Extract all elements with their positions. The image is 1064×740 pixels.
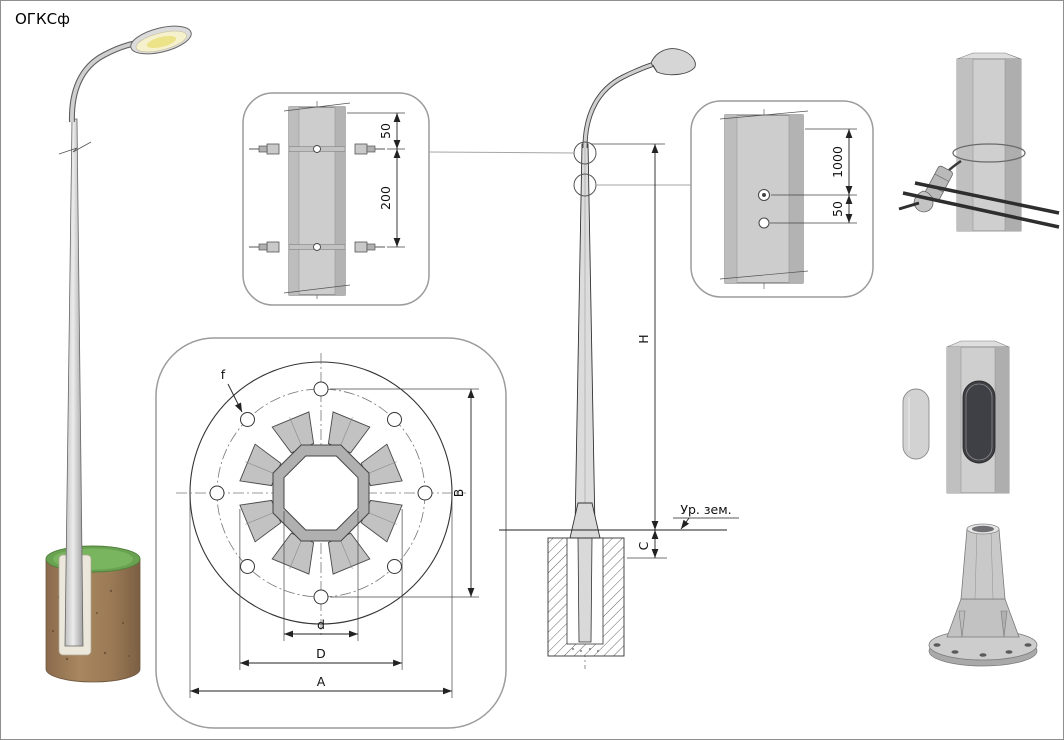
- grounding-3d-render: [898, 52, 1060, 232]
- bolt-holes: [209, 381, 433, 605]
- lamp-arm: [68, 39, 145, 123]
- lamp-head: [650, 48, 696, 76]
- break-line-top: [283, 102, 351, 112]
- dim-B-label: B: [451, 489, 466, 498]
- dim-50-label: 50: [830, 201, 845, 217]
- flange-bolt-holes: [933, 643, 1032, 657]
- hatch-opening: [962, 380, 996, 464]
- pole-3d-render: [45, 25, 192, 683]
- clamp-detail-callout: 50 200: [242, 92, 430, 306]
- octagon-hole: [283, 455, 359, 531]
- lower-hole: [758, 217, 770, 229]
- dim-A-label: A: [317, 674, 326, 689]
- break-line-top: [719, 110, 809, 120]
- break-line-bottom: [283, 284, 351, 294]
- base-skirt: [946, 598, 1020, 638]
- foundation-block: [45, 545, 141, 683]
- callout-leader-left: [428, 151, 575, 154]
- embedment-dimension: C: [627, 530, 667, 559]
- dim-H-label: H: [636, 334, 651, 343]
- flange-dimensions: f B d D A: [189, 367, 479, 698]
- flange-detail-callout: f B d D A: [155, 337, 507, 729]
- ground-level: Ур. зем.: [499, 502, 739, 531]
- clamp-dimensions: 50 200: [347, 112, 405, 248]
- page-title: ОГКСф: [15, 10, 70, 28]
- flange-3d-render: [928, 523, 1038, 667]
- break-line-bottom: [719, 270, 809, 280]
- band-clamp-upper: [248, 143, 386, 155]
- pole-break-mark: [58, 141, 92, 155]
- band-strap: [952, 143, 1026, 163]
- base-tube: [960, 528, 1006, 600]
- gussets: [239, 411, 403, 575]
- hole-detail-callout: 1000 50: [690, 100, 874, 298]
- dim-200-label: 200: [378, 186, 393, 210]
- ground-wire: [902, 191, 1060, 229]
- elevation-view: H Ур. зем. C: [428, 48, 739, 669]
- ground-wire: [914, 181, 1060, 215]
- ground-label: Ур. зем.: [680, 502, 731, 517]
- hatch-3d-render: [902, 340, 1010, 494]
- dim-1000-label: 1000: [830, 146, 845, 178]
- pole-shaft: [64, 118, 84, 647]
- hatch-door: [902, 388, 930, 460]
- lamp-arm: [582, 61, 655, 149]
- dim-d-label: d: [317, 617, 325, 632]
- pole-base-flare: [569, 502, 601, 539]
- dim-C-label: C: [636, 541, 651, 550]
- dim-f-label: f: [221, 367, 226, 382]
- hole-dimensions: 1000 50: [770, 128, 857, 224]
- lamp-head: [130, 25, 192, 55]
- dim-50-label: 50: [378, 123, 393, 139]
- height-dimension: H: [591, 143, 665, 530]
- pole-embedded: [577, 537, 593, 643]
- band-clamp-lower: [248, 241, 386, 253]
- dim-D-label: D: [316, 646, 326, 661]
